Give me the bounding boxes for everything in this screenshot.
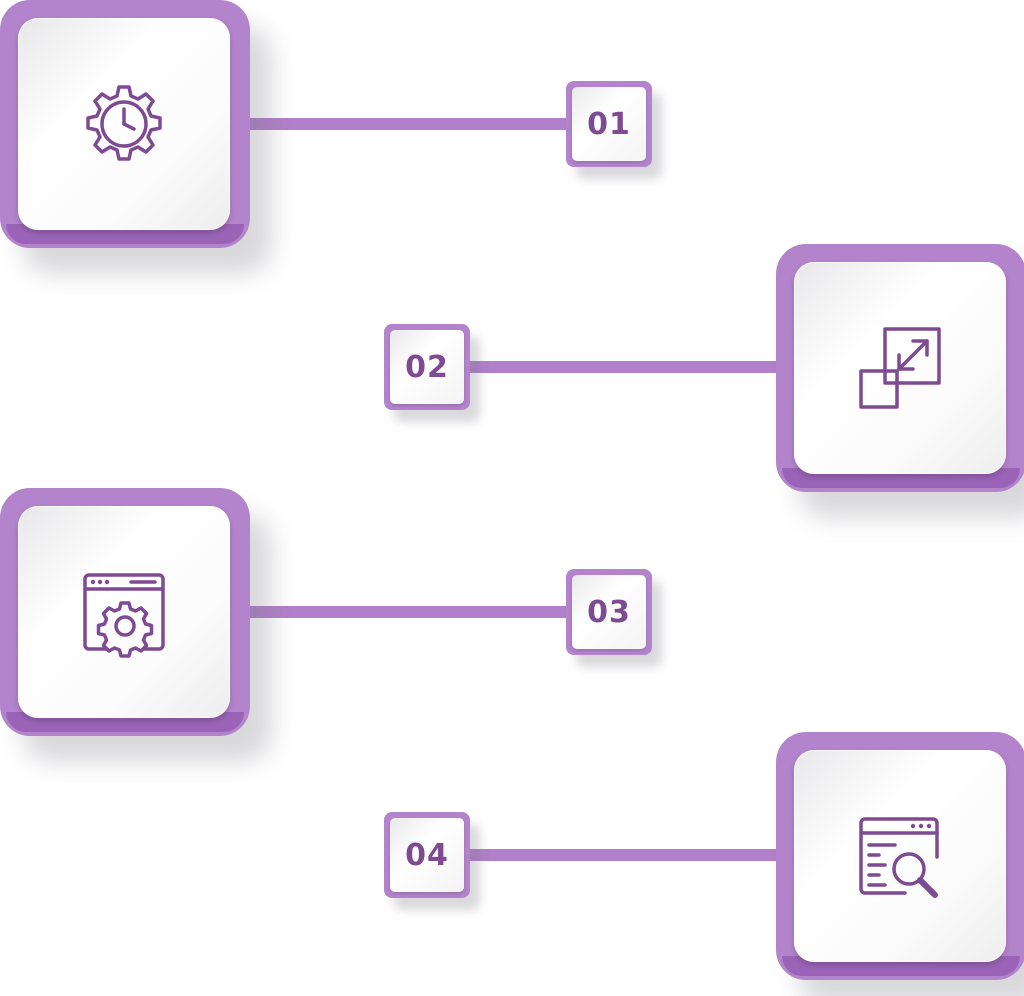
browser-search-icon [859,817,939,898]
step-02-tile-face [794,262,1006,474]
connector-04 [460,849,790,861]
step-02-tile [776,244,1024,492]
step-03-number: 03 [587,594,631,630]
step-01-number: 01 [587,106,631,142]
connector-03 [240,606,575,618]
step-02-badge: 02 [384,324,470,410]
step-04-tile [776,732,1024,980]
step-03-badge: 03 [566,569,652,655]
step-04-badge: 04 [384,812,470,898]
resize-icon [859,327,941,409]
step-01-badge: 01 [566,81,652,167]
step-02-number: 02 [405,349,449,385]
step-01-tile [0,0,250,248]
connector-01 [240,118,575,130]
step-01-tile-face [18,18,230,230]
step-04-number: 04 [405,837,449,873]
gear-clock-icon [86,85,162,161]
step-03-tile [0,488,250,736]
browser-settings-icon [83,573,165,658]
step-03-tile-face [18,506,230,718]
step-04-tile-face [794,750,1006,962]
connector-02 [460,361,790,373]
